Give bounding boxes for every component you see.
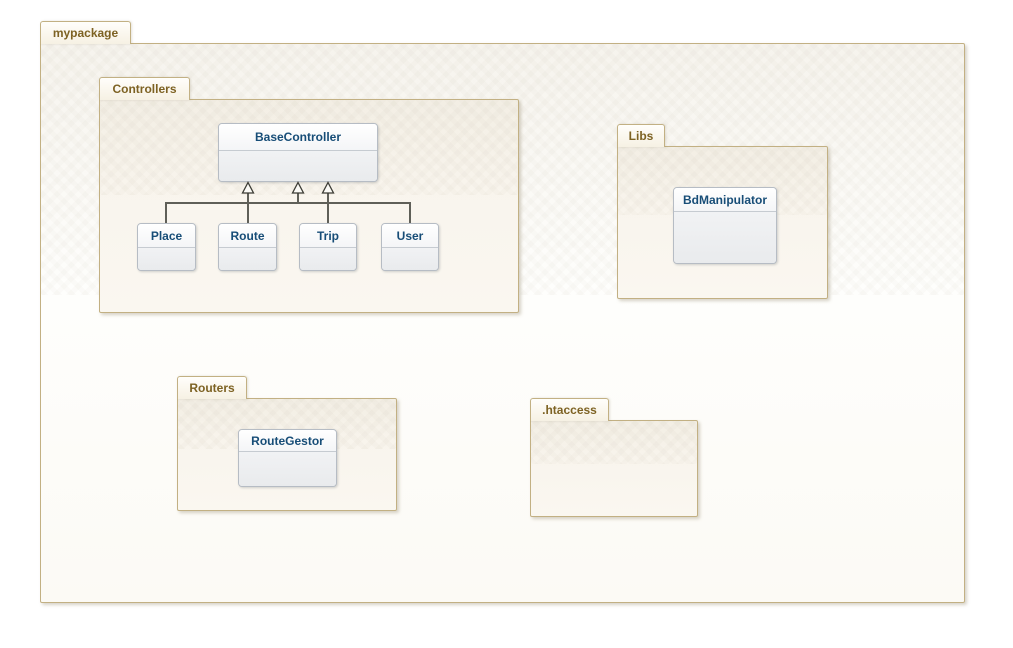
class-attributes-compartment bbox=[674, 212, 776, 263]
uml-class-basecontroller[interactable]: BaseController bbox=[218, 123, 378, 182]
class-name-place: Place bbox=[138, 224, 195, 248]
class-name-routegestor: RouteGestor bbox=[239, 430, 336, 452]
class-name-basecontroller: BaseController bbox=[219, 124, 377, 151]
package-tab-libs[interactable]: Libs bbox=[617, 124, 665, 147]
uml-class-place[interactable]: Place bbox=[137, 223, 196, 271]
class-attributes-compartment bbox=[382, 248, 438, 270]
class-name-bdmanipulator: BdManipulator bbox=[674, 188, 776, 212]
package-tab-routers[interactable]: Routers bbox=[177, 376, 247, 399]
package-tab-controllers[interactable]: Controllers bbox=[99, 77, 190, 100]
class-name-user: User bbox=[382, 224, 438, 248]
package-label-routers: Routers bbox=[189, 381, 235, 395]
uml-class-user[interactable]: User bbox=[381, 223, 439, 271]
class-attributes-compartment bbox=[219, 248, 276, 270]
class-attributes-compartment bbox=[239, 452, 336, 486]
class-attributes-compartment bbox=[138, 248, 195, 270]
class-attributes-compartment bbox=[219, 151, 377, 181]
package-label-htaccess: .htaccess bbox=[542, 403, 597, 417]
class-attributes-compartment bbox=[300, 248, 356, 270]
package-label-libs: Libs bbox=[628, 129, 654, 143]
class-name-trip: Trip bbox=[300, 224, 356, 248]
package-tab-mypackage[interactable]: mypackage bbox=[40, 21, 131, 44]
uml-class-bdmanipulator[interactable]: BdManipulator bbox=[673, 187, 777, 264]
package-tab-htaccess[interactable]: .htaccess bbox=[530, 398, 609, 421]
uml-class-routegestor[interactable]: RouteGestor bbox=[238, 429, 337, 487]
class-name-route: Route bbox=[219, 224, 276, 248]
package-label-mypackage: mypackage bbox=[52, 26, 119, 40]
uml-class-route[interactable]: Route bbox=[218, 223, 277, 271]
uml-class-trip[interactable]: Trip bbox=[299, 223, 357, 271]
package-body-htaccess[interactable] bbox=[530, 420, 698, 517]
package-label-controllers: Controllers bbox=[112, 82, 177, 96]
